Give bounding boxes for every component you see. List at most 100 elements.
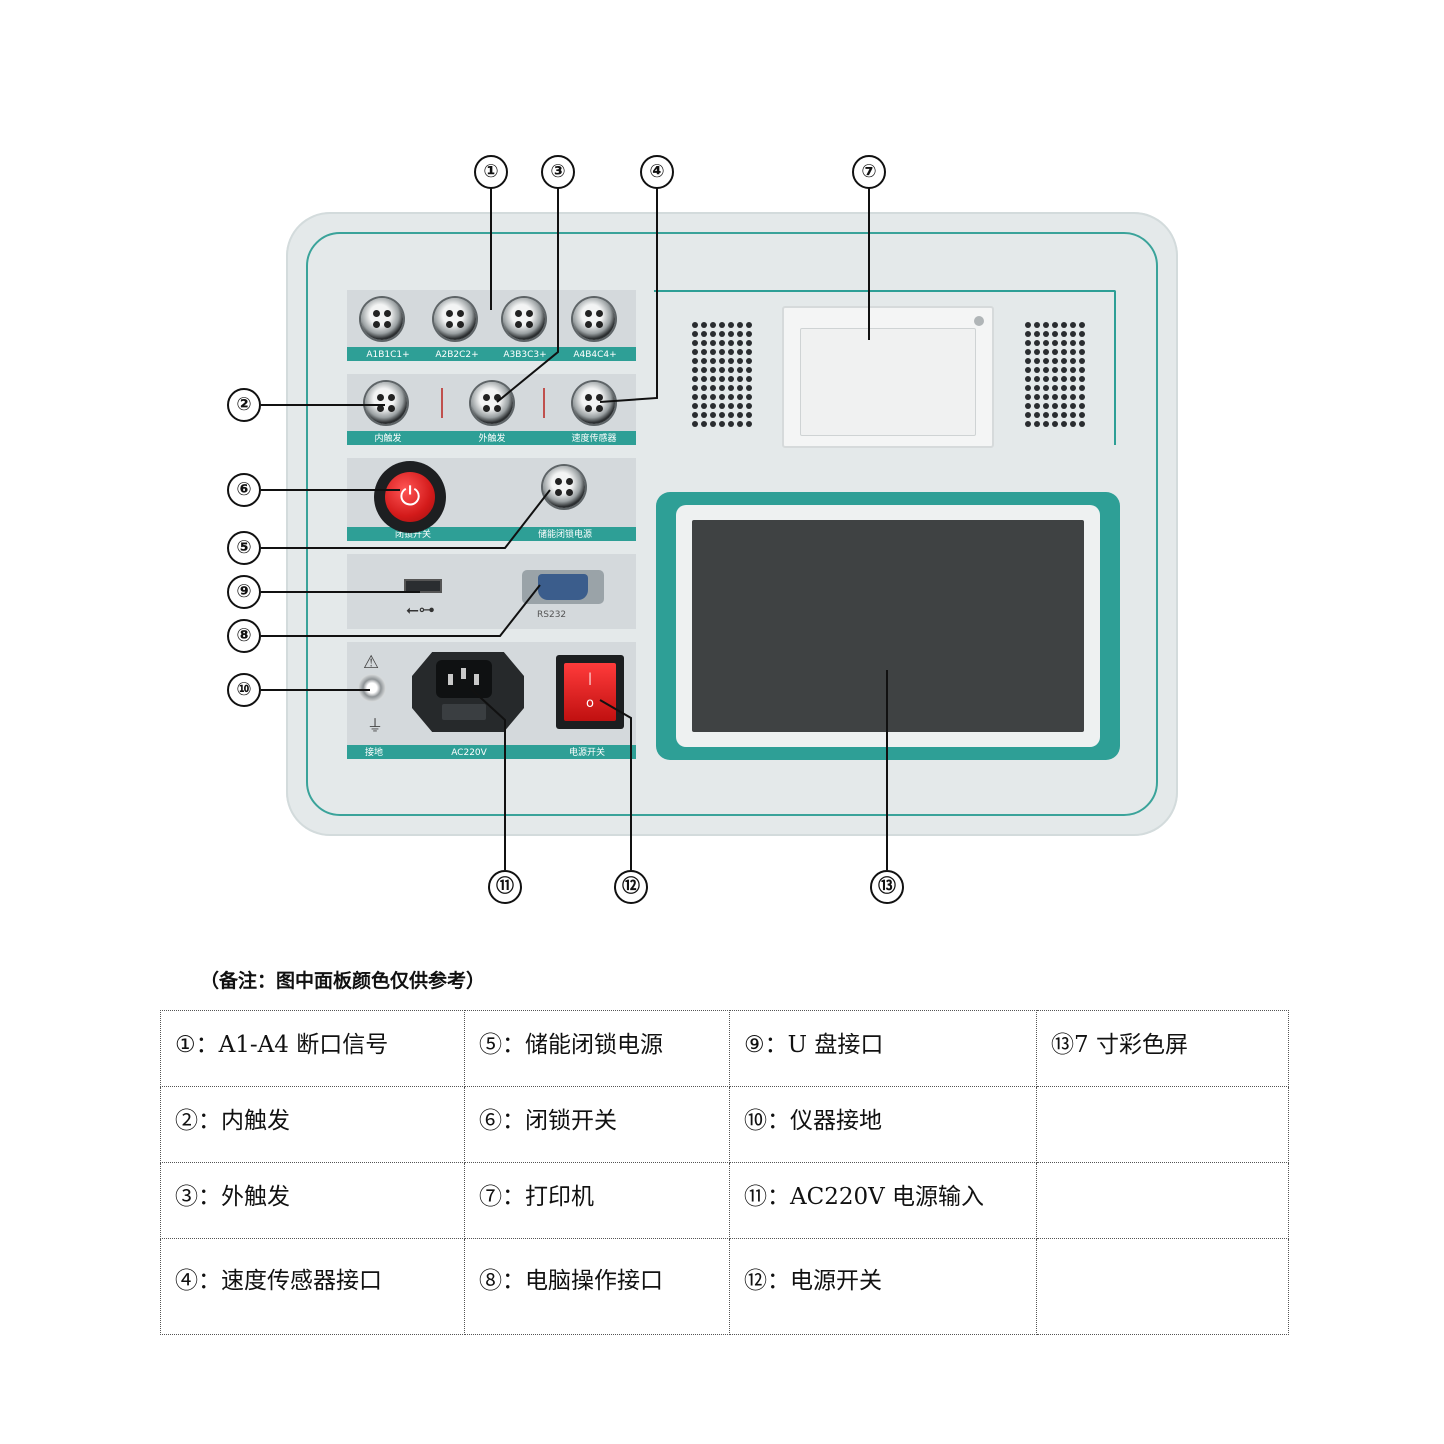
speaker-hole bbox=[1034, 367, 1040, 373]
connector-a1[interactable] bbox=[361, 298, 403, 340]
external-trigger-connector[interactable] bbox=[471, 382, 513, 424]
speaker-hole bbox=[1043, 403, 1049, 409]
speaker-hole bbox=[1070, 367, 1076, 373]
speaker-hole bbox=[719, 376, 725, 382]
speaker-hole bbox=[692, 403, 698, 409]
speaker-hole bbox=[1079, 349, 1085, 355]
label-internal-trigger: 内触发 bbox=[374, 434, 402, 444]
printer-lid[interactable] bbox=[800, 328, 976, 436]
legend-cell: ⑩：仪器接地 bbox=[729, 1086, 1037, 1163]
switch-off-mark: o bbox=[586, 696, 594, 711]
speaker-hole bbox=[746, 340, 752, 346]
speaker-hole bbox=[1070, 394, 1076, 400]
speaker-hole bbox=[1061, 376, 1067, 382]
speaker-hole bbox=[719, 403, 725, 409]
connector-a3[interactable] bbox=[503, 298, 545, 340]
speaker-hole bbox=[1070, 349, 1076, 355]
color-touch-screen[interactable] bbox=[692, 520, 1084, 732]
label-strip: A1B1C1+ A2B2C2+ A3B3C3+ A4B4C4+ bbox=[347, 347, 636, 361]
connector-a2[interactable] bbox=[434, 298, 476, 340]
speaker-hole bbox=[728, 322, 734, 328]
speaker-hole bbox=[1034, 376, 1040, 382]
speaker-hole bbox=[719, 385, 725, 391]
speaker-hole bbox=[701, 322, 707, 328]
speaker-hole bbox=[746, 367, 752, 373]
speaker-hole bbox=[1079, 358, 1085, 364]
speaker-hole bbox=[1061, 349, 1067, 355]
ac-socket[interactable] bbox=[436, 660, 492, 698]
speaker-hole bbox=[1061, 412, 1067, 418]
speaker-hole bbox=[1070, 376, 1076, 382]
callout-10: ⑩ bbox=[227, 673, 261, 707]
speaker-hole bbox=[1070, 358, 1076, 364]
speaker-hole bbox=[719, 358, 725, 364]
speaker-hole bbox=[701, 421, 707, 427]
speaker-hole bbox=[1034, 394, 1040, 400]
speaker-hole bbox=[701, 358, 707, 364]
callout-9: ⑨ bbox=[227, 575, 261, 609]
speaker-hole bbox=[737, 394, 743, 400]
ground-terminal[interactable] bbox=[358, 674, 386, 702]
speaker-hole bbox=[1052, 376, 1058, 382]
speaker-hole bbox=[1079, 421, 1085, 427]
speaker-hole bbox=[692, 412, 698, 418]
label-a3: A3B3C3+ bbox=[503, 350, 547, 360]
speaker-hole bbox=[728, 367, 734, 373]
speaker-hole bbox=[701, 376, 707, 382]
speaker-hole bbox=[1079, 331, 1085, 337]
speaker-hole bbox=[1034, 322, 1040, 328]
label-speed-sensor: 速度传感器 bbox=[571, 434, 617, 444]
speaker-hole bbox=[1043, 322, 1049, 328]
energy-lock-power-connector[interactable] bbox=[543, 466, 585, 508]
speaker-hole bbox=[1061, 367, 1067, 373]
legend-cell: ④：速度传感器接口 bbox=[160, 1238, 465, 1335]
label-rs232: RS232 bbox=[537, 610, 567, 620]
speaker-hole bbox=[746, 403, 752, 409]
speaker-hole bbox=[737, 376, 743, 382]
callout-4: ④ bbox=[640, 155, 674, 189]
label-a4: A4B4C4+ bbox=[573, 350, 617, 360]
speed-sensor-connector[interactable] bbox=[573, 382, 615, 424]
speaker-hole bbox=[1061, 421, 1067, 427]
legend-table: ①：A1-A4 断口信号 ⑤：储能闭锁电源 ⑨：U 盘接口 ⑬7 寸彩色屏 ②：… bbox=[160, 1010, 1289, 1335]
printer-button[interactable] bbox=[974, 316, 984, 326]
fuse-holder[interactable] bbox=[442, 704, 486, 720]
label-strip: 闭锁开关 储能闭锁电源 bbox=[347, 527, 636, 541]
speaker-hole bbox=[728, 412, 734, 418]
speaker-hole bbox=[737, 331, 743, 337]
label-power-switch: 电源开关 bbox=[568, 748, 606, 758]
divider bbox=[543, 388, 545, 418]
callout-1: ① bbox=[474, 155, 508, 189]
speaker-hole bbox=[710, 376, 716, 382]
speaker-hole bbox=[728, 331, 734, 337]
speaker-hole bbox=[1079, 367, 1085, 373]
speaker-hole bbox=[1052, 322, 1058, 328]
speaker-hole bbox=[1070, 340, 1076, 346]
legend-cell: ⑥：闭锁开关 bbox=[464, 1086, 730, 1163]
speaker-hole bbox=[1079, 403, 1085, 409]
speaker-hole bbox=[1070, 331, 1076, 337]
speaker-hole bbox=[1079, 322, 1085, 328]
rs232-port[interactable] bbox=[538, 574, 588, 600]
speaker-hole bbox=[701, 403, 707, 409]
speaker-hole bbox=[710, 349, 716, 355]
connector-a4[interactable] bbox=[573, 298, 615, 340]
internal-trigger-connector[interactable] bbox=[365, 382, 407, 424]
speaker-hole bbox=[692, 340, 698, 346]
speaker-hole bbox=[701, 412, 707, 418]
speaker-hole bbox=[710, 358, 716, 364]
speaker-hole bbox=[1043, 340, 1049, 346]
callout-13: ⑬ bbox=[870, 870, 904, 904]
speaker-hole bbox=[1079, 385, 1085, 391]
speaker-hole bbox=[746, 385, 752, 391]
speaker-hole bbox=[1052, 367, 1058, 373]
power-icon: ⏻ bbox=[399, 482, 421, 512]
callout-3: ③ bbox=[541, 155, 575, 189]
speaker-hole bbox=[1034, 349, 1040, 355]
warning-icon: ⚠ bbox=[363, 652, 380, 673]
callout-8: ⑧ bbox=[227, 619, 261, 653]
ground-icon: ⏚ bbox=[367, 716, 384, 735]
speaker-hole bbox=[1043, 394, 1049, 400]
speaker-hole bbox=[710, 412, 716, 418]
usb-port[interactable] bbox=[404, 579, 442, 593]
